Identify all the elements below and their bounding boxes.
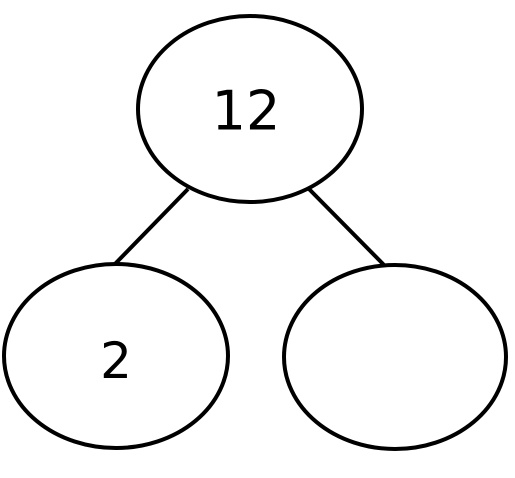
whole-node-label: 12 [212,80,281,143]
right-part-node-ellipse [282,263,508,451]
right-part-node [282,263,508,451]
whole-node-ellipse [136,14,364,204]
whole-node: 12 [136,14,364,204]
edge-whole-to-left-part [111,187,190,268]
left-part-node: 2 [2,262,230,450]
left-part-node-label: 2 [100,332,132,390]
edge-whole-to-right-part [307,187,387,268]
left-part-node-ellipse [2,262,230,450]
